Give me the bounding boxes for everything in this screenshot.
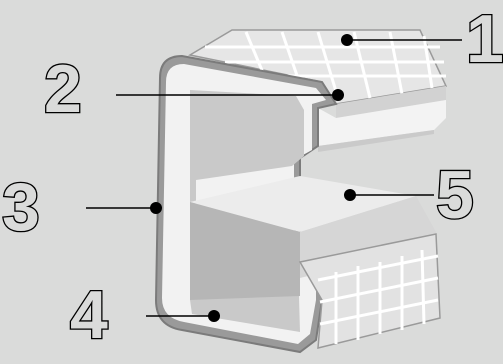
leader-dot-5 (344, 189, 356, 201)
leader-dot-4 (208, 310, 220, 322)
callout-4: 4 (70, 277, 108, 353)
leader-dot-1 (341, 34, 353, 46)
callout-5: 5 (436, 157, 474, 233)
callout-1: 1 (466, 1, 503, 77)
callout-3: 3 (2, 169, 40, 245)
callout-2: 2 (44, 51, 82, 127)
leader-dot-3 (150, 202, 162, 214)
leader-dot-2 (332, 89, 344, 101)
